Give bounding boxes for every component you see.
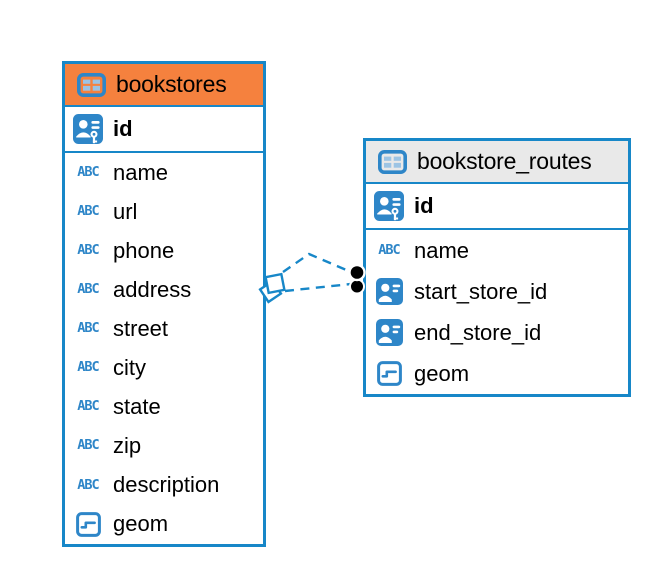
column-name: geom [414, 360, 470, 386]
column-name: id [414, 193, 434, 218]
table-title: bookstores [116, 71, 227, 97]
column-row[interactable]: geom [366, 353, 628, 394]
text-type-icon: ABC [77, 437, 99, 454]
key-section: id [65, 107, 263, 153]
column-row[interactable]: ABC phone [65, 231, 263, 271]
text-type-icon: ABC [77, 163, 99, 180]
column-row[interactable]: ABC name [65, 153, 263, 193]
text-type-icon: ABC [77, 398, 99, 415]
table-title: bookstore_routes [417, 148, 592, 174]
text-type-icon: ABC [378, 241, 400, 258]
column-row[interactable]: ABC zip [65, 426, 263, 466]
primary-key-icon [71, 114, 105, 144]
geometry-type-icon [71, 512, 105, 537]
column-name: city [113, 355, 146, 381]
column-name: state [113, 394, 161, 420]
table-header[interactable]: bookstore_routes [366, 141, 628, 184]
column-name: start_store_id [414, 278, 548, 304]
text-type-icon: ABC [77, 202, 99, 219]
column-row[interactable]: ABC address [65, 270, 263, 310]
column-row[interactable]: ABC state [65, 387, 263, 427]
table-icon [375, 149, 409, 174]
column-name: zip [113, 433, 142, 459]
column-row[interactable]: ABC description [65, 465, 263, 505]
column-row[interactable]: ABC url [65, 192, 263, 232]
geometry-type-icon [372, 361, 406, 386]
text-type-icon: ABC [77, 241, 99, 258]
text-type-icon: ABC [77, 476, 99, 493]
text-type-icon: ABC [77, 281, 99, 298]
column-name: description [113, 472, 220, 498]
column-name: name [113, 159, 169, 185]
column-row[interactable]: end_store_id [366, 312, 628, 353]
column-name: address [113, 276, 192, 302]
column-row[interactable]: ABC city [65, 348, 263, 388]
column-name: id [113, 116, 133, 141]
table-icon [74, 72, 108, 97]
column-row[interactable]: ABC name [366, 230, 628, 271]
key-row[interactable]: id [366, 184, 628, 228]
text-type-icon: ABC [77, 320, 99, 337]
column-row[interactable]: ABC street [65, 309, 263, 349]
key-section: id [366, 184, 628, 230]
column-name: street [113, 315, 169, 341]
column-name: name [414, 237, 470, 263]
column-name: phone [113, 237, 175, 263]
relation-line-start-store[interactable] [282, 252, 352, 274]
primary-key-icon [372, 191, 406, 221]
column-row[interactable]: geom [65, 504, 263, 544]
column-name: end_store_id [414, 319, 542, 345]
text-type-icon: ABC [77, 359, 99, 376]
column-row[interactable]: start_store_id [366, 271, 628, 312]
column-name: url [113, 198, 138, 224]
foreign-key-icon [372, 278, 406, 305]
relation-line-end-store[interactable] [284, 282, 352, 293]
foreign-key-icon [372, 319, 406, 346]
column-name: geom [113, 511, 169, 537]
key-row[interactable]: id [65, 107, 263, 151]
table-header[interactable]: bookstores [65, 64, 263, 107]
table-bookstore-routes[interactable]: bookstore_routes id ABC name start_store_i… [363, 138, 631, 397]
relation-endpoint-dot-lower [349, 278, 365, 295]
